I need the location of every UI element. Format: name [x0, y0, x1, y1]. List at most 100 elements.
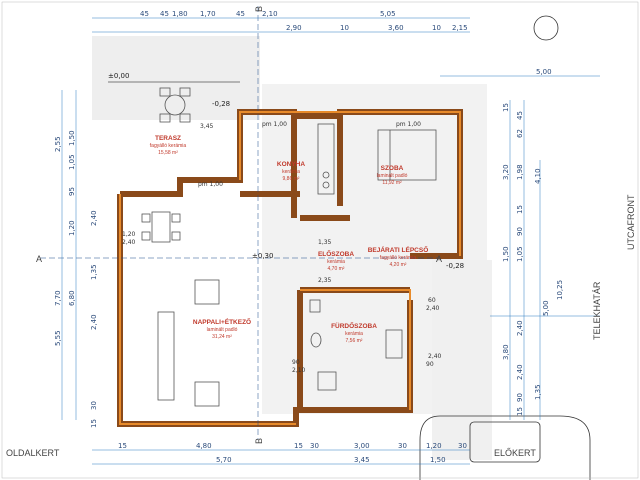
room-name: TERASZ	[155, 135, 181, 142]
label-2-40b: 2,40	[426, 305, 440, 312]
right-dim-12: 5,00	[542, 300, 550, 316]
sofa-icon	[157, 279, 220, 407]
site-label-telekhatar: TELEKHATÁR	[592, 281, 602, 340]
left-dim-12: 30	[90, 401, 98, 410]
label-2-35: 2,35	[318, 277, 332, 284]
left-dim-6: 2,40	[90, 210, 98, 226]
label-1-35: 1,35	[318, 239, 332, 246]
section-a-right: A	[436, 254, 442, 264]
right-dim-5: 62	[516, 129, 524, 138]
left-dim-11: 2,40	[90, 314, 98, 330]
label-2-40: 2,40	[122, 239, 136, 246]
right-dim-11: 10,25	[556, 280, 564, 300]
left-dim-2: 1,05	[68, 154, 76, 170]
room-floor: kerámia	[345, 331, 363, 337]
top-dim-12: 2,15	[452, 24, 468, 32]
right-top-dim: 5,00	[536, 68, 552, 76]
room-name: KONYHA	[277, 161, 305, 168]
section-b-top: B	[254, 6, 264, 12]
top-dimensions: 45 45 1,80 1,70 45 2,10 5,05 2,90 10 3,6…	[140, 10, 552, 76]
bed-icon	[377, 129, 437, 181]
left-dim-13: 15	[90, 419, 98, 428]
room-szoba: SZOBA laminált padló 11,92 m²	[377, 165, 408, 186]
level-terrace: ±0,00	[108, 72, 129, 80]
left-dim-4: 95	[68, 187, 76, 196]
left-dim-9: 5,55	[54, 330, 62, 346]
room-floor: kerámia	[327, 259, 345, 265]
terrace-paving	[92, 36, 260, 120]
top-dim-4: 1,70	[200, 10, 216, 18]
bottom-dim-6: 30	[398, 442, 407, 450]
site-label-utcafront: UTCAFRONT	[626, 194, 636, 250]
right-dim-7: 1,50	[502, 246, 510, 262]
kitchen-counter-icon	[317, 123, 335, 195]
bottom-dim-2: 4,80	[196, 442, 212, 450]
room-area: 4,70 m²	[328, 266, 345, 272]
room-name: FÜRDŐSZOBA	[331, 321, 377, 330]
right-dim-16: 2,40	[516, 364, 524, 380]
room-name: ELŐSZOBA	[318, 249, 354, 258]
right-dim-3: 4,10	[534, 168, 542, 184]
label-2-40c: 90	[426, 361, 434, 368]
right-dim-2: 3,20	[502, 164, 510, 180]
label-2-40d: 2,10	[292, 367, 306, 374]
room-konyha: KONYHA kerámia 9,86 m²	[277, 161, 305, 182]
terrace-table-icon	[108, 81, 240, 123]
right-dim-15: 1,35	[534, 384, 542, 400]
top-dim-8: 2,90	[286, 24, 302, 32]
label-pm-1: pm 1,00	[198, 181, 223, 188]
bottom-dim-7: 1,20	[426, 442, 442, 450]
bottom-dim-10: 3,45	[354, 456, 370, 464]
room-bejarati: BEJÁRATI LÉPCSŐ fagyálló kerámia 4,20 m²	[368, 245, 429, 268]
bottom-dim-11: 1,50	[430, 456, 446, 464]
top-dim-11: 10	[432, 24, 441, 32]
section-marks: A A B B	[36, 6, 442, 444]
room-area: 11,92 m²	[382, 180, 402, 186]
section-a-left: A	[36, 254, 42, 264]
label-opening: 3,45	[200, 123, 214, 130]
room-eloszoba: ELŐSZOBA kerámia 4,70 m²	[318, 249, 354, 272]
room-area: 31,24 m²	[212, 334, 232, 340]
bath-fixtures-icon	[309, 299, 403, 391]
bottom-dim-3: 15	[294, 442, 303, 450]
room-area: 7,56 m²	[346, 338, 363, 344]
bottom-dim-5: 3,00	[354, 442, 370, 450]
right-dim-10: 15	[516, 205, 524, 214]
room-terasz: TERASZ fagyálló kerámia 15,58 m²	[150, 135, 187, 156]
label-pm-2: pm 1,00	[262, 121, 287, 128]
bottom-dim-4: 30	[310, 442, 319, 450]
room-area: 9,86 m²	[283, 176, 300, 182]
level-entry: -0,28	[446, 262, 464, 270]
label-pm-3: pm 1,00	[396, 121, 421, 128]
left-dim-10: 1,35	[90, 264, 98, 280]
north-arrow-icon	[533, 15, 559, 41]
room-furdo: FÜRDŐSZOBA kerámia 7,56 m²	[331, 321, 377, 344]
bottom-dim-1: 15	[118, 442, 127, 450]
section-lines	[40, 6, 440, 440]
right-dim-1: 15	[502, 103, 510, 112]
dining-table-icon	[141, 211, 181, 243]
left-dim-1: 2,55	[54, 136, 62, 152]
left-dim-3: 1,50	[68, 130, 76, 146]
top-dim-1: 45	[140, 10, 149, 18]
room-name: SZOBA	[381, 165, 404, 172]
room-name: BEJÁRATI LÉPCSŐ	[368, 245, 429, 254]
label-60: 60	[428, 297, 436, 304]
left-dim-7: 7,70	[54, 290, 62, 306]
site-label-elokert: ELŐKERT	[494, 448, 536, 458]
room-area: 4,20 m²	[390, 262, 407, 268]
right-dim-6: 45	[516, 111, 524, 120]
door-labels: pm 1,00 pm 1,00 pm 1,00 3,45 1,35 2,35 1…	[122, 121, 442, 374]
top-dim-9: 10	[340, 24, 349, 32]
top-dim-7: 5,05	[380, 10, 396, 18]
car-icon	[419, 415, 591, 480]
room-floor: laminált padló	[207, 327, 238, 333]
room-name: NAPPALI+ÉTKEZŐ	[193, 317, 251, 326]
bottom-dim-9: 5,70	[216, 456, 232, 464]
room-nappali: NAPPALI+ÉTKEZŐ laminált padló 31,24 m²	[193, 317, 251, 340]
top-dim-3: 1,80	[172, 10, 188, 18]
top-dim-10: 3,60	[388, 24, 404, 32]
section-b-bottom: B	[254, 438, 264, 444]
